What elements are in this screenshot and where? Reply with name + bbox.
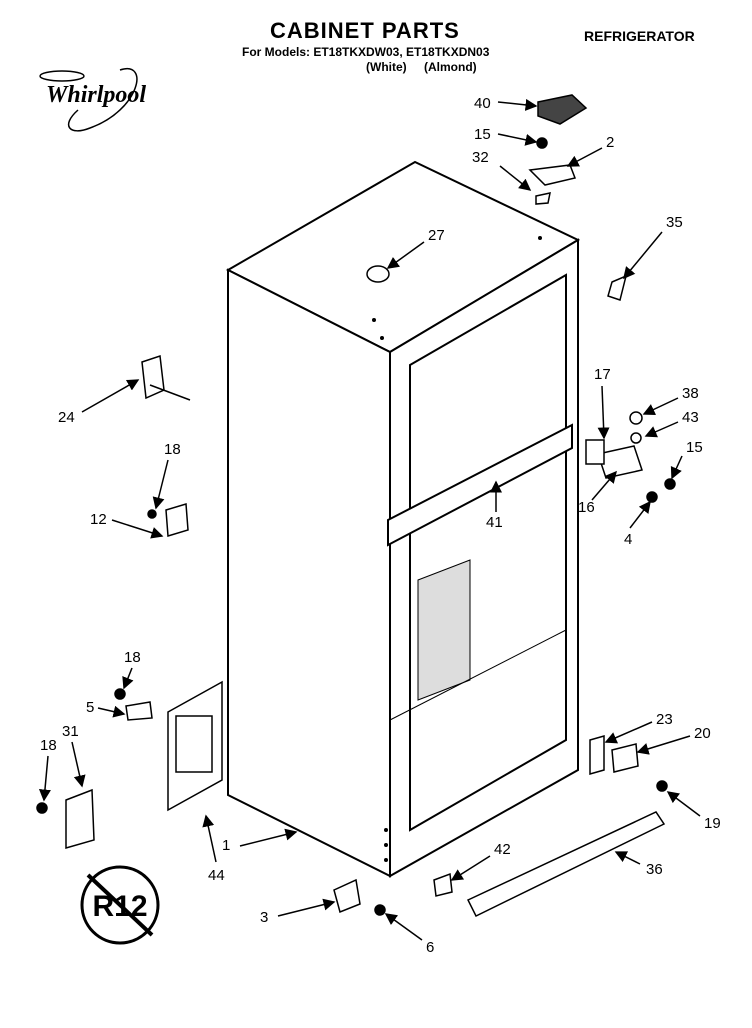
model-colors: (White) (Almond) [366,60,491,74]
handle-mount-icon [141,354,165,400]
callout-38: 38 [682,385,699,402]
plate-17-icon [585,439,605,465]
color-white: (White) [366,60,407,74]
color-almond: (Almond) [424,60,477,74]
callout-23: 23 [656,711,673,728]
bushing-43-icon [630,432,642,444]
callout-17: 17 [594,366,611,383]
leader-lines [38,98,701,941]
page-title: CABINET PARTS [270,18,460,43]
callout-1: 1 [222,837,231,854]
clip-42-icon [433,872,453,897]
product-category: REFRIGERATOR [584,28,695,44]
hinge-cover-icon [537,94,588,125]
button-27-icon [366,265,390,283]
shim-icon [535,192,551,205]
callout-3: 3 [260,909,269,926]
callout-19: 19 [704,815,721,832]
toe-grille-icon [466,811,666,918]
screw-6-icon [374,904,386,916]
cover-31-icon [65,788,95,849]
screw-18-low-icon [36,802,48,814]
callout-31: 31 [62,723,79,740]
callout-6: 6 [426,939,435,956]
cam-5-icon [125,701,153,721]
callout-41: 41 [486,514,503,531]
callout-18-lower: 18 [40,737,57,754]
model-numbers: For Models: ET18TKXDW03, ET18TKXDN03 [242,45,490,59]
hinge-20-icon [611,743,639,773]
callout-15-mid: 15 [686,439,703,456]
brand-logo: Whirlpool [46,82,147,108]
callout-15-top: 15 [474,126,491,143]
screw-19-icon [656,780,668,792]
callout-12: 12 [90,511,107,528]
callout-4: 4 [624,531,633,548]
mounting-holes [372,236,542,862]
parts [36,94,676,918]
callout-27: 27 [428,227,445,244]
center-hinge-icon [597,445,643,479]
callout-18-mid: 18 [124,649,141,666]
inner-plate-icon [175,715,213,773]
callout-16: 16 [578,499,595,516]
callout-32: 32 [472,149,489,166]
callout-40: 40 [474,95,491,112]
top-hinge-icon [528,164,577,186]
callout-43: 43 [682,409,699,426]
handle-pin-icon [149,384,191,401]
callout-20: 20 [694,725,711,742]
callout-5: 5 [86,699,95,716]
bracket-12-icon [165,503,189,537]
screw-15-top-icon [536,137,548,149]
screw-18-mid-icon [114,688,126,700]
screw-4-icon [646,491,658,503]
refrigerant-badge-icon: R12 [80,865,160,945]
callout-42: 42 [494,841,511,858]
callout-2: 2 [606,134,615,151]
refrigerant-badge-label: R12 [92,890,147,923]
center-rail [387,423,573,547]
cam-3-icon [333,878,361,914]
plug-icon [607,274,628,301]
callout-24: 24 [58,409,75,426]
callout-36: 36 [646,861,663,878]
bracket-23-icon [589,735,605,775]
callout-44: 44 [208,867,225,884]
callout-18-upper: 18 [164,441,181,458]
brand-swoosh-icon [39,67,138,132]
callout-35: 35 [666,214,683,231]
washer-38-icon [629,411,643,425]
screw-15-mid-icon [664,478,676,490]
screw-18-icon [147,509,157,519]
